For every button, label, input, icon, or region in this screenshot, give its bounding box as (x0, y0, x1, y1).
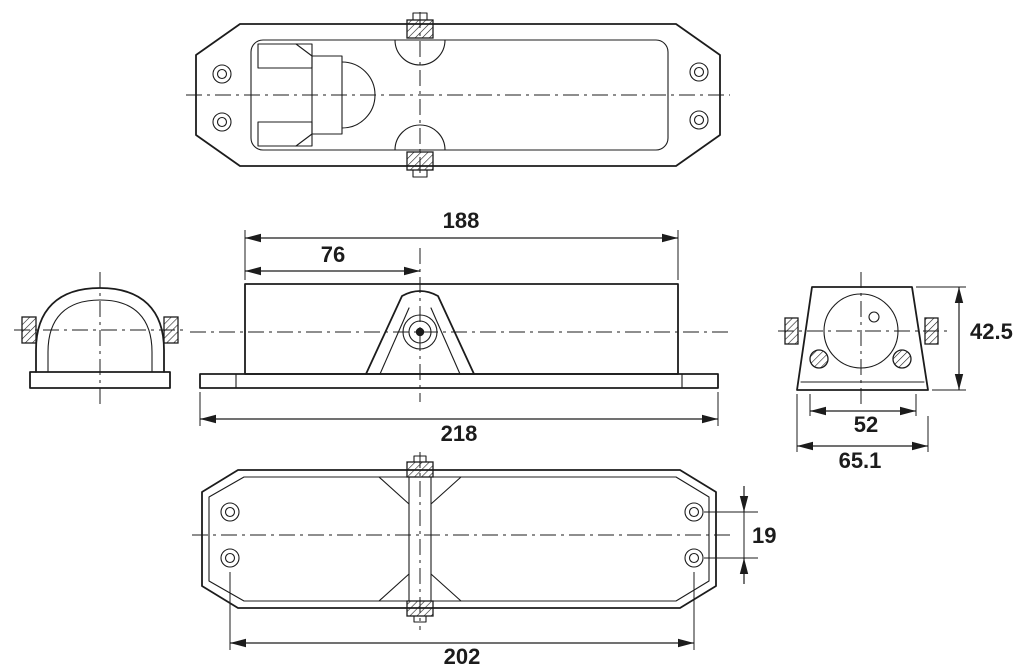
top-view (186, 12, 730, 178)
right-view-screw-hole-right (892, 349, 912, 369)
dimension-label-19: 19 (752, 523, 776, 548)
dimension-202: 202 (229, 572, 695, 666)
dimension-label-218: 218 (441, 421, 478, 446)
bottom-view-pinion-top (406, 455, 434, 478)
top-view-pinion-bottom (394, 124, 446, 178)
dimension-188: 188 (244, 208, 679, 280)
dimension-label-202: 202 (444, 644, 481, 666)
dimension-65-1: 65.1 (796, 394, 929, 473)
front-view-pinion-boss (365, 290, 475, 375)
top-view-outline (195, 23, 721, 167)
bottom-view-outline (201, 469, 717, 609)
dimension-label-52: 52 (854, 412, 878, 437)
dimension-label-76: 76 (321, 242, 345, 267)
left-view-base (29, 371, 171, 389)
dimension-42-5: 42.5 (916, 286, 1013, 391)
front-view: 188 76 218 (190, 208, 728, 446)
front-view-base-plate (199, 373, 719, 389)
dimension-218: 218 (199, 392, 719, 446)
top-view-inner-contour (250, 39, 669, 151)
right-view-body-outline (796, 286, 929, 391)
left-view-pinion-stub-right (163, 316, 179, 344)
right-view-screw-hole-left (809, 349, 829, 369)
left-view-inner-contour (47, 299, 153, 373)
right-view-pinion-stub-right (924, 317, 939, 345)
dimension-19: 19 (704, 486, 776, 584)
top-view-internal-mechanism (257, 43, 376, 147)
right-view-small-hole (868, 311, 880, 323)
left-view-pinion-stub-left (21, 316, 37, 344)
top-view-mounting-holes (212, 62, 709, 132)
left-view-body-outline (35, 287, 165, 373)
top-view-pinion-top (394, 12, 446, 66)
bottom-view-pinion-bottom (406, 600, 434, 623)
bottom-view-inner-contour (208, 476, 710, 602)
dimension-52: 52 (809, 394, 917, 437)
right-view-spring-bore (823, 293, 899, 369)
bottom-view-center-channel (378, 476, 462, 602)
dimension-label-65-1: 65.1 (839, 448, 882, 473)
front-view-body-outline (244, 283, 679, 375)
dimension-label-42-5: 42.5 (970, 319, 1013, 344)
right-end-view: 42.5 52 65.1 (778, 272, 1013, 473)
dimension-76: 76 (245, 242, 420, 276)
left-end-view (14, 272, 186, 404)
dimension-label-188: 188 (443, 208, 480, 233)
right-view-pinion-stub-left (784, 317, 799, 345)
bottom-view: 19 202 (192, 452, 776, 666)
bottom-view-mounting-holes (220, 502, 704, 568)
